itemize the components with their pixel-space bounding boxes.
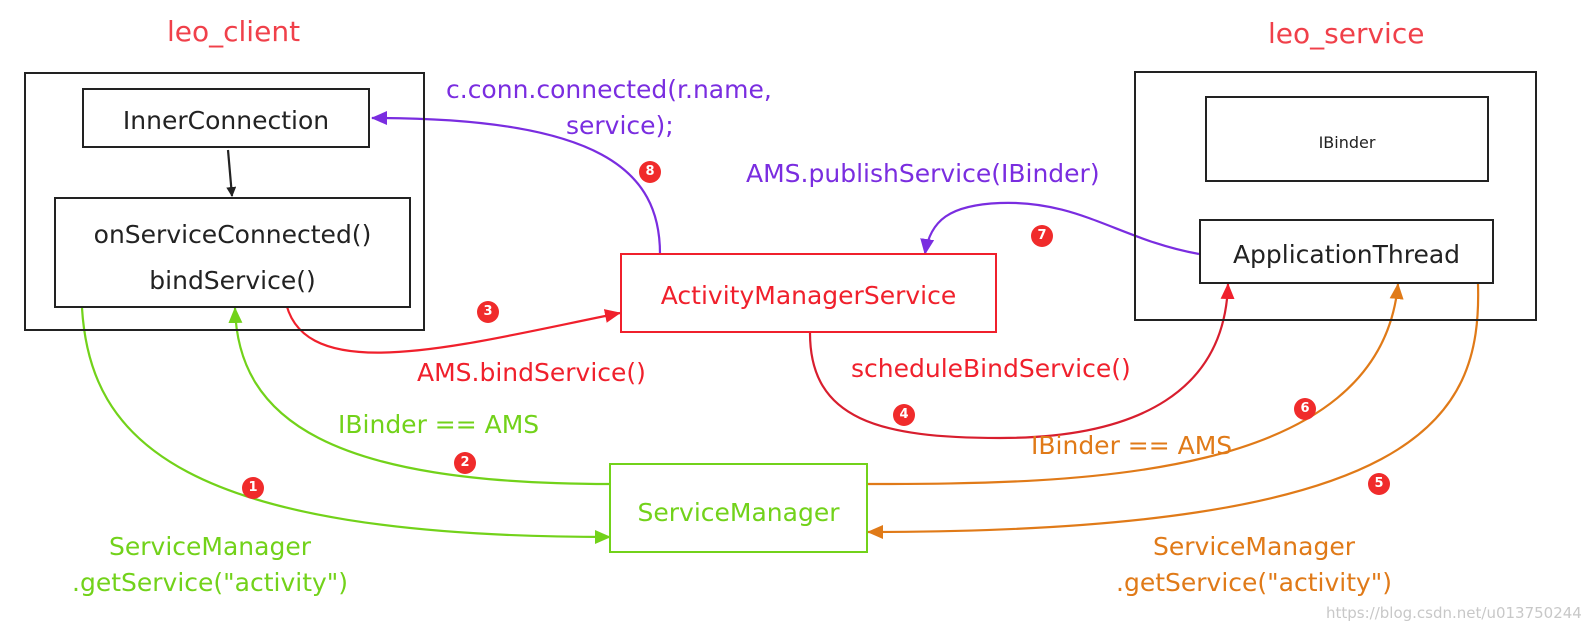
step-badge-5: 5 bbox=[1368, 473, 1390, 495]
ibinder-node: IBinder bbox=[1205, 96, 1489, 182]
arrow-step8-connected bbox=[371, 111, 662, 255]
service-manager-node: ServiceManager bbox=[609, 463, 868, 553]
ibinder-label: IBinder bbox=[1318, 133, 1376, 152]
arrow-step5-getservice bbox=[867, 283, 1480, 539]
arrow-step1-getservice bbox=[80, 307, 611, 544]
publish-service-label: AMS.publishService(IBinder) bbox=[746, 159, 1100, 188]
step-badge-8: 8 bbox=[639, 161, 661, 183]
get-service-right-label-line2: .getService("activity") bbox=[1116, 568, 1393, 597]
application-thread-node: ApplicationThread bbox=[1199, 219, 1494, 284]
client-title: leo_client bbox=[167, 15, 301, 48]
step-badge-1: 1 bbox=[242, 477, 264, 499]
application-thread-label: ApplicationThread bbox=[1232, 240, 1461, 269]
on-service-connected-label: onServiceConnected() bbox=[93, 220, 372, 249]
inner-connection-node: InnerConnection bbox=[82, 88, 370, 148]
service-title: leo_service bbox=[1268, 17, 1425, 50]
inner-connection-label: InnerConnection bbox=[122, 106, 330, 135]
client-container bbox=[24, 72, 425, 331]
ibinder-ams-left-label: IBinder == AMS bbox=[338, 410, 540, 439]
service-container bbox=[1134, 71, 1537, 321]
service-manager-label: ServiceManager bbox=[637, 498, 840, 527]
step-badge-2: 2 bbox=[454, 452, 476, 474]
ibinder-ams-right-label: IBinder == AMS bbox=[1031, 431, 1233, 460]
arrow-step7-publish bbox=[920, 201, 1200, 256]
step-badge-7: 7 bbox=[1031, 225, 1053, 247]
conn-connected-label-line2: service); bbox=[566, 111, 674, 140]
conn-connected-label-line1: c.conn.connected(r.name, bbox=[446, 75, 772, 104]
watermark: https://blog.csdn.net/u013750244 bbox=[1326, 604, 1582, 622]
get-service-left-label-line1: ServiceManager bbox=[109, 532, 311, 561]
arrow-step4-schedule bbox=[808, 283, 1235, 440]
ams-label: ActivityManagerService bbox=[660, 281, 957, 310]
step-badge-6: 6 bbox=[1294, 398, 1316, 420]
step-badge-3: 3 bbox=[477, 301, 499, 323]
arrow-step6-ibinder bbox=[867, 283, 1404, 486]
arrow-step3-bindservice bbox=[283, 297, 621, 354]
bind-service-label: bindService() bbox=[149, 266, 316, 295]
client-callbacks-node: onServiceConnected() bindService() bbox=[54, 197, 411, 308]
step-badge-4: 4 bbox=[893, 404, 915, 426]
get-service-left-label-line2: .getService("activity") bbox=[72, 568, 349, 597]
get-service-right-label-line1: ServiceManager bbox=[1153, 532, 1355, 561]
arrow-step2-ibinder bbox=[228, 307, 611, 486]
ams-bind-service-label: AMS.bindService() bbox=[417, 358, 646, 387]
ams-node: ActivityManagerService bbox=[620, 253, 997, 333]
arrow-inner-to-onserviceconnected bbox=[226, 149, 237, 197]
schedule-bind-service-label: scheduleBindService() bbox=[851, 354, 1131, 383]
